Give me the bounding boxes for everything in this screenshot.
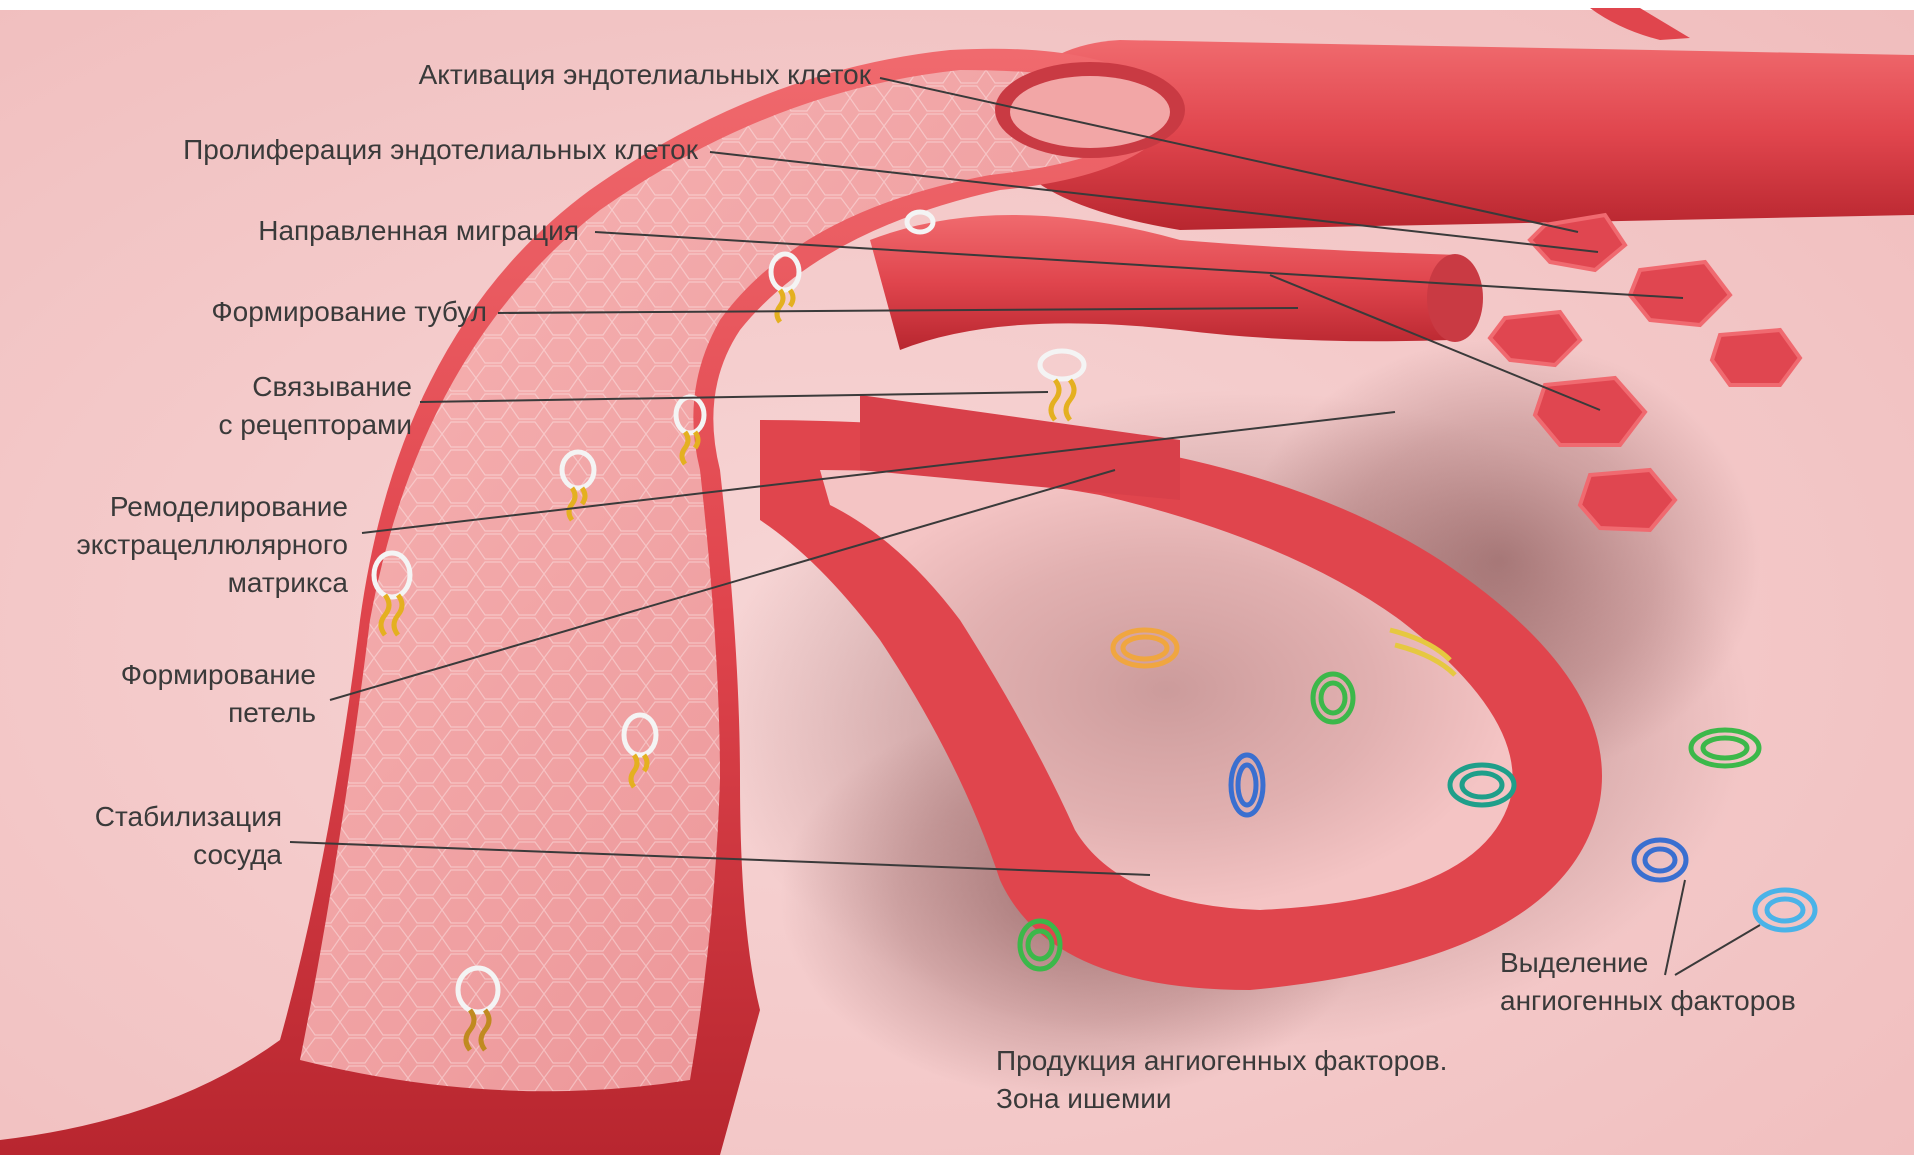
label-vessel-stabilization: Стабилизация сосуда	[95, 798, 282, 874]
label-ischemia-zone-line1: Продукция ангиогенных факторов.	[996, 1042, 1447, 1080]
label-ischemia-zone: Продукция ангиогенных факторов. Зона ише…	[996, 1042, 1447, 1118]
label-loop-formation-line1: Формирование	[121, 656, 316, 694]
label-ecm-remodeling-line3: матрикса	[76, 564, 348, 602]
label-vessel-stabilization-line2: сосуда	[95, 836, 282, 874]
label-vessel-stabilization-line1: Стабилизация	[95, 798, 282, 836]
label-ecm-remodeling-line2: экстрацеллюлярного	[76, 526, 348, 564]
label-loop-formation: Формирование петель	[121, 656, 316, 732]
label-receptor-binding: Связывание с рецепторами	[219, 368, 413, 444]
label-endothelial-activation: Активация эндотелиальных клеток	[419, 56, 871, 94]
label-factor-release-line2: ангиогенных факторов	[1500, 982, 1796, 1020]
label-endothelial-proliferation: Пролиферация эндотелиальных клеток	[183, 131, 698, 169]
label-receptor-binding-line1: Связывание	[219, 368, 413, 406]
label-receptor-binding-line2: с рецепторами	[219, 406, 413, 444]
label-factor-release: Выделение ангиогенных факторов	[1500, 944, 1796, 1020]
label-ischemia-zone-line2: Зона ишемии	[996, 1080, 1447, 1118]
label-tube-formation: Формирование тубул	[211, 293, 487, 331]
label-ecm-remodeling: Ремоделирование экстрацеллюлярного матри…	[76, 488, 348, 602]
label-ecm-remodeling-line1: Ремоделирование	[76, 488, 348, 526]
label-loop-formation-line2: петель	[121, 694, 316, 732]
label-directed-migration: Направленная миграция	[258, 212, 579, 250]
label-factor-release-line1: Выделение	[1500, 944, 1796, 982]
